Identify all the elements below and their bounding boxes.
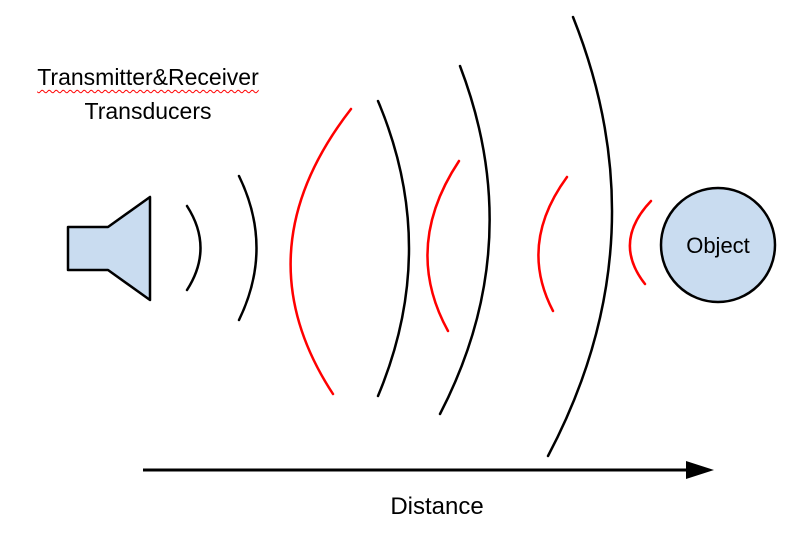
object-circle xyxy=(659,186,777,304)
transmitted-wave-arc-1 xyxy=(185,204,202,292)
title-line-transducers: Transducers xyxy=(84,98,212,124)
transmitted-wave-arc-2 xyxy=(237,174,258,322)
reflected-wave-arc-2 xyxy=(426,159,461,333)
transmitted-wave-arc-3 xyxy=(376,99,411,398)
reflected-wave-arc-3 xyxy=(537,175,569,313)
transmitted-wave-arc-4 xyxy=(438,64,491,416)
speaker-transducer-icon xyxy=(66,195,152,302)
reflected-wave-arc-4 xyxy=(628,199,653,286)
distance-arrowhead-icon xyxy=(686,461,714,479)
object-label: Object xyxy=(686,233,750,258)
distance-label: Distance xyxy=(390,493,483,520)
transmitted-wave-arc-5 xyxy=(546,15,614,458)
reflected-wave-arc-1 xyxy=(289,107,353,396)
title-line-transmitter-receiver: Transmitter&Receiver xyxy=(37,64,259,90)
transducer-title-block: Transmitter&Receiver Transducers xyxy=(18,60,278,128)
